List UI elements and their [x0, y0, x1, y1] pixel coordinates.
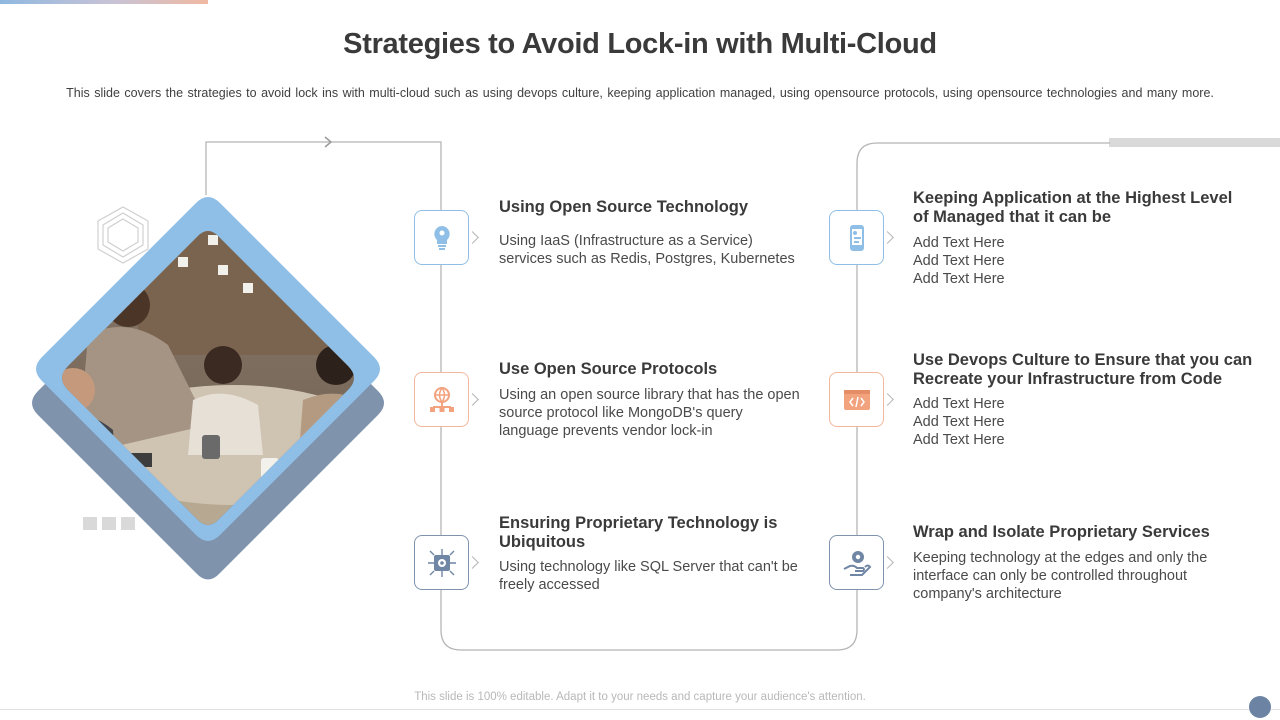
- item-body: Using IaaS (Infrastructure as a Service)…: [499, 232, 795, 268]
- body-line: interface can only be controlled through…: [913, 568, 1188, 584]
- item-body: Keeping technology at the edges and only…: [913, 549, 1207, 603]
- item-heading: Wrap and Isolate Proprietary Services: [913, 523, 1210, 541]
- item-heading: Use Open Source Protocols: [499, 360, 718, 378]
- item-heading: Keeping Application at the Highest Level…: [913, 189, 1232, 227]
- corner-dot: [1249, 696, 1271, 718]
- hexagon-decoration: [97, 206, 149, 264]
- item-body: Using an open source library that has th…: [499, 386, 800, 440]
- heading-line: Keeping Application at the Highest Level: [913, 189, 1233, 207]
- heading-line: Use Devops Culture to Ensure that you ca…: [913, 351, 1253, 369]
- item-icon-box: [414, 372, 469, 427]
- heading-line: Recreate your Infrastructure from Code: [913, 370, 1222, 388]
- body-line: freely accessed: [499, 577, 600, 593]
- item-body: Using technology like SQL Server that ca…: [499, 558, 798, 594]
- globe-network-icon: [429, 386, 454, 412]
- body-line: Add Text Here: [913, 271, 1005, 287]
- item-icon-box: [829, 210, 884, 265]
- body-line: Using an open source library that has th…: [499, 387, 800, 403]
- body-line: Using IaaS (Infrastructure as a Service): [499, 233, 753, 249]
- body-line: Add Text Here: [913, 253, 1005, 269]
- body-line: services such as Redis, Postgres, Kubern…: [499, 251, 795, 267]
- item-heading: Using Open Source Technology: [499, 198, 749, 216]
- body-line: company's architecture: [913, 586, 1062, 602]
- item-icon-box: [414, 535, 469, 590]
- footer-divider: [0, 709, 1280, 710]
- mobile-app-icon: [849, 224, 864, 251]
- body-line: Add Text Here: [913, 432, 1005, 448]
- item-body: Add Text Here Add Text Here Add Text Her…: [913, 395, 1005, 449]
- footer-note: This slide is 100% editable. Adapt it to…: [414, 691, 866, 703]
- body-line: Add Text Here: [913, 396, 1005, 412]
- heading-line: Ensuring Proprietary Technology is: [499, 514, 778, 532]
- item-icon-box: [829, 535, 884, 590]
- team-photo-frame: [18, 195, 388, 585]
- slide-title: Strategies to Avoid Lock-in with Multi-C…: [343, 28, 937, 60]
- chevron-right-icon: [324, 136, 333, 148]
- hand-gear-icon: [843, 550, 871, 576]
- heading-line: Ubiquitous: [499, 533, 586, 551]
- body-line: source protocol like MongoDB's query: [499, 405, 743, 421]
- item-icon-box: [414, 210, 469, 265]
- item-heading: Ensuring Proprietary Technology is Ubiqu…: [499, 514, 777, 552]
- chip-gear-icon: [427, 548, 456, 577]
- item-heading: Use Devops Culture to Ensure that you ca…: [913, 351, 1252, 389]
- heading-line: of Managed that it can be: [913, 208, 1112, 226]
- slide-subtitle: This slide covers the strategies to avoi…: [66, 86, 1214, 100]
- lightbulb-gear-icon: [433, 225, 450, 250]
- item-icon-box: [829, 372, 884, 427]
- body-line: Keeping technology at the edges and only…: [913, 550, 1208, 566]
- body-line: Using technology like SQL Server that ca…: [499, 559, 798, 575]
- body-line: Add Text Here: [913, 414, 1005, 430]
- body-line: Add Text Here: [913, 235, 1005, 251]
- code-window-icon: [843, 389, 870, 410]
- decorative-gray-bar: [1109, 138, 1280, 147]
- top-accent-bar: [0, 0, 208, 4]
- item-body: Add Text Here Add Text Here Add Text Her…: [913, 234, 1005, 288]
- body-line: language prevents vendor lock-in: [499, 423, 713, 439]
